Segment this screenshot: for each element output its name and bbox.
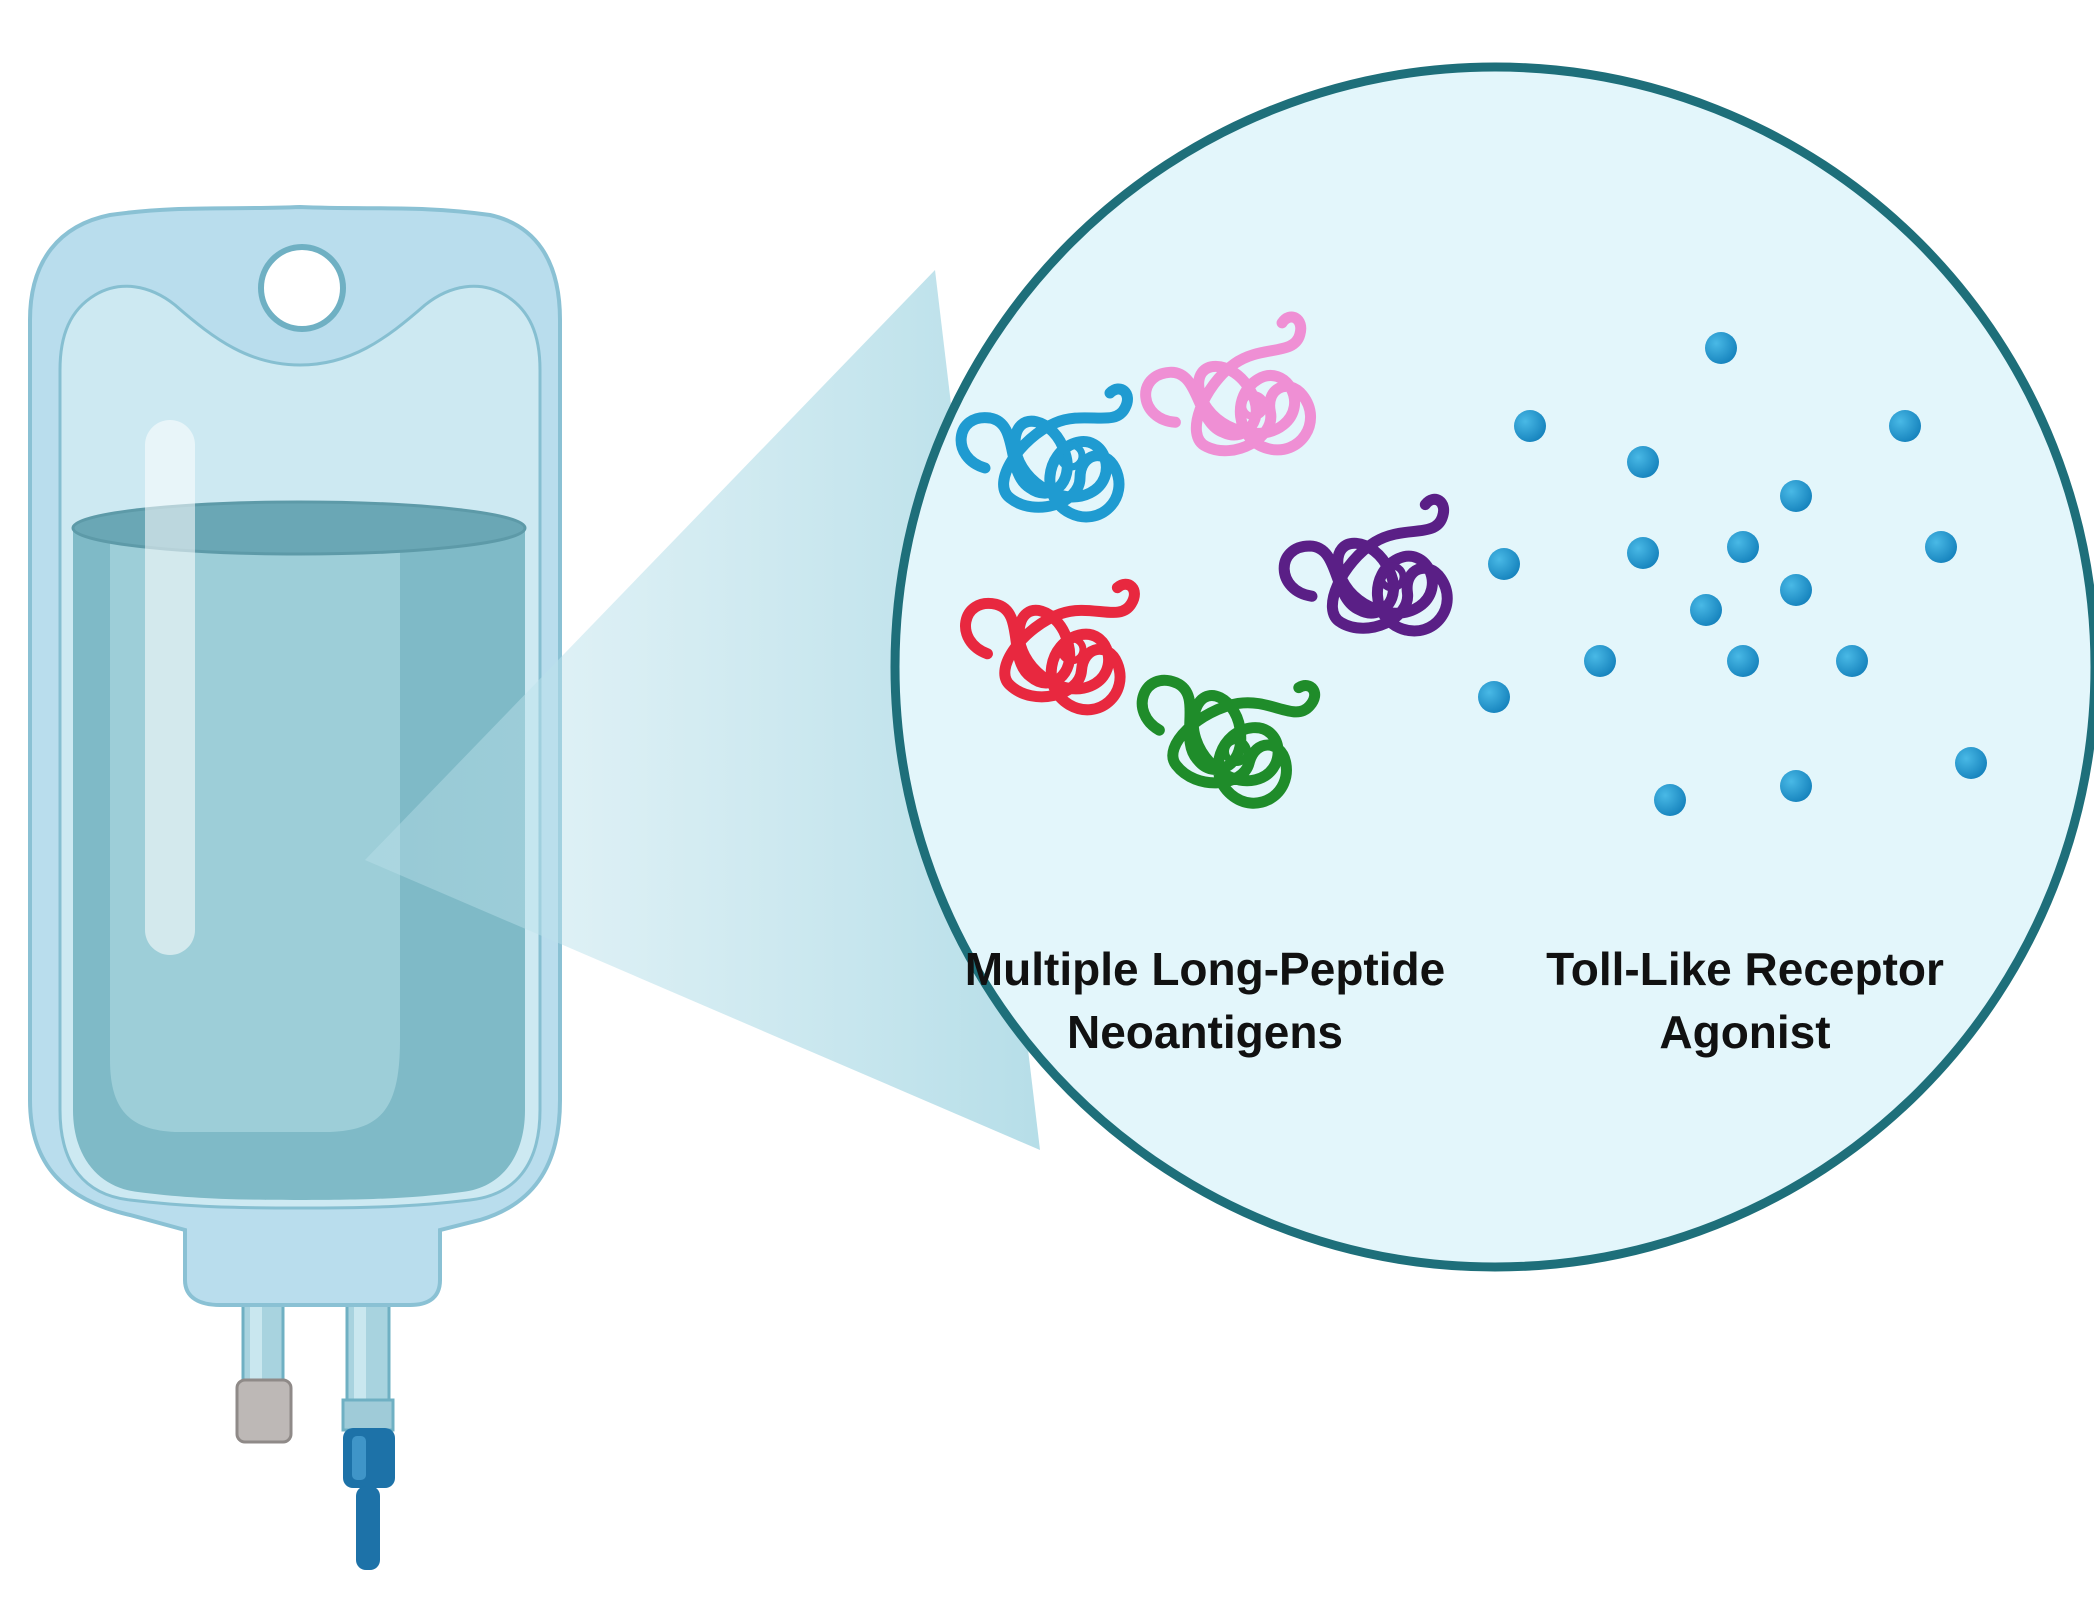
peptide-coil-icon: [1277, 498, 1460, 648]
agonist-label-line1: Toll-Like Receptor: [1546, 943, 1944, 995]
peptide-cluster: [960, 315, 1460, 812]
connector-icon: [343, 1428, 395, 1570]
peptides-label: Multiple Long-Peptide Neoantigens: [965, 943, 1445, 1058]
agonist-dot-icon: [1627, 537, 1659, 569]
agonist-dot-cluster: [1478, 332, 1987, 816]
magnify-beam: [365, 270, 1040, 1150]
agonist-dot-icon: [1705, 332, 1737, 364]
liquid-surface: [71, 500, 527, 556]
hanger-hole-icon: [258, 244, 346, 332]
peptide-coil-icon: [1136, 315, 1325, 475]
peptide-coil-icon: [961, 389, 1127, 517]
peptides-label-line1: Multiple Long-Peptide: [965, 943, 1445, 995]
agonist-dot-icon: [1627, 446, 1659, 478]
agonist-label: Toll-Like Receptor Agonist: [1546, 943, 1944, 1058]
agonist-dot-icon: [1780, 574, 1812, 606]
peptides-label-line2: Neoantigens: [1067, 1006, 1343, 1058]
agonist-label-line2: Agonist: [1659, 1006, 1830, 1058]
agonist-dot-icon: [1780, 480, 1812, 512]
agonist-dot-icon: [1925, 531, 1957, 563]
agonist-dot-icon: [1955, 747, 1987, 779]
zoom-circle: [890, 62, 2094, 1272]
bag-highlight: [145, 420, 195, 955]
iv-bag-icon: [28, 204, 562, 1570]
agonist-dot-icon: [1727, 645, 1759, 677]
agonist-dot-icon: [1836, 645, 1868, 677]
agonist-dot-icon: [1690, 594, 1722, 626]
agonist-dot-icon: [1478, 681, 1510, 713]
peptide-coil-icon: [1124, 648, 1316, 812]
port-cap-icon: [235, 1378, 293, 1444]
agonist-dot-icon: [1780, 770, 1812, 802]
agonist-dot-icon: [1584, 645, 1616, 677]
agonist-dot-icon: [1889, 410, 1921, 442]
agonist-dot-icon: [1727, 531, 1759, 563]
agonist-dot-icon: [1654, 784, 1686, 816]
peptide-coil-icon: [960, 573, 1135, 712]
agonist-dot-icon: [1514, 410, 1546, 442]
agonist-dot-icon: [1488, 548, 1520, 580]
